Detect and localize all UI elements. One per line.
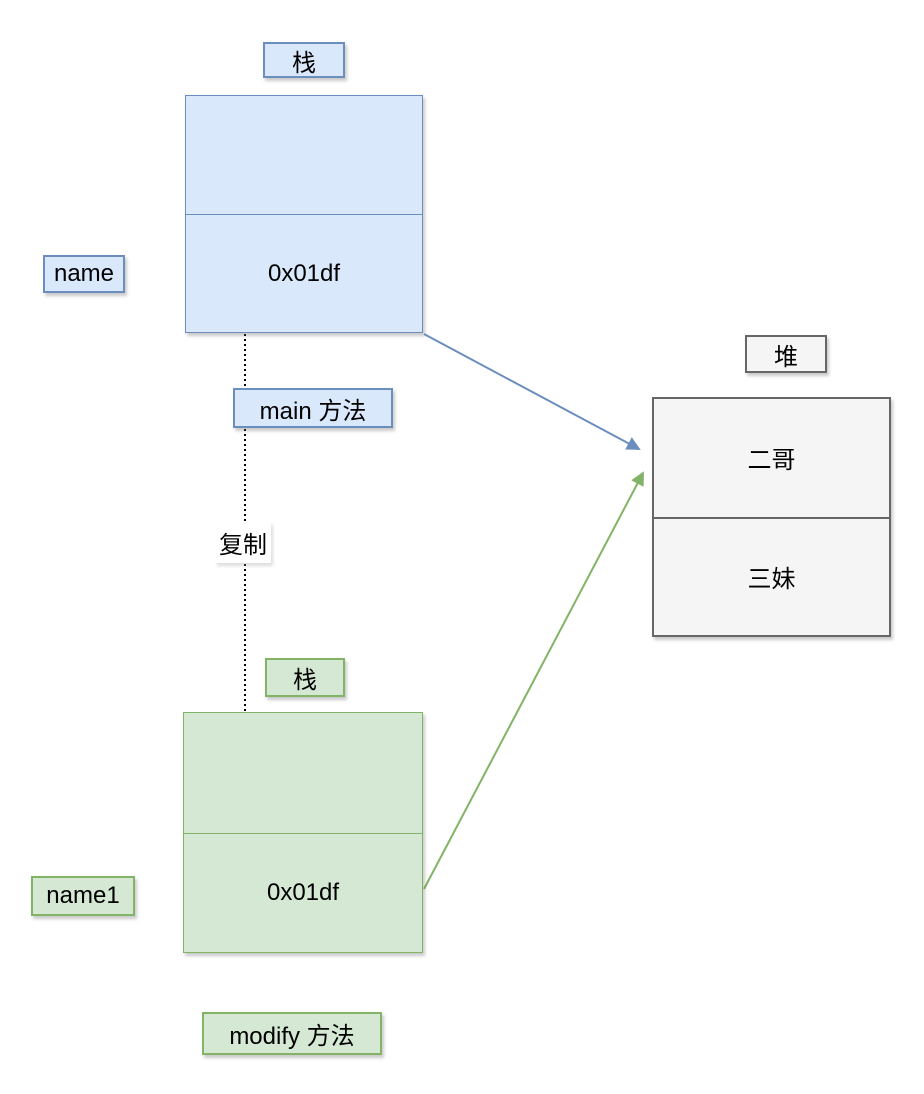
stack-modify-frame: 0x01df: [183, 712, 423, 953]
stack-main-title-badge: 栈: [263, 42, 345, 78]
reference-arrow-main-to-heap: [423, 333, 641, 450]
reference-arrow-modify-to-heap: [423, 471, 644, 890]
stack-main-frame: 0x01df: [185, 95, 423, 333]
stack-modify-title-badge: 栈: [265, 658, 345, 697]
stack-modify-empty-slot: [184, 713, 422, 833]
heap-frame: 二哥 三妹: [652, 397, 891, 637]
main-method-label: main 方法: [233, 388, 393, 428]
stack-main-value-slot: 0x01df: [186, 214, 422, 332]
variable-name-label: name: [43, 255, 125, 293]
stack-main-empty-slot: [186, 96, 422, 214]
heap-title-badge: 堆: [745, 335, 827, 373]
variable-name1-label: name1: [31, 876, 135, 916]
heap-object-cell: 三妹: [654, 516, 889, 635]
heap-object-cell: 二哥: [747, 447, 796, 475]
stack-modify-value-slot: 0x01df: [184, 833, 422, 952]
modify-method-label: modify 方法: [202, 1012, 382, 1055]
copy-edge-label: 复制: [215, 522, 271, 563]
